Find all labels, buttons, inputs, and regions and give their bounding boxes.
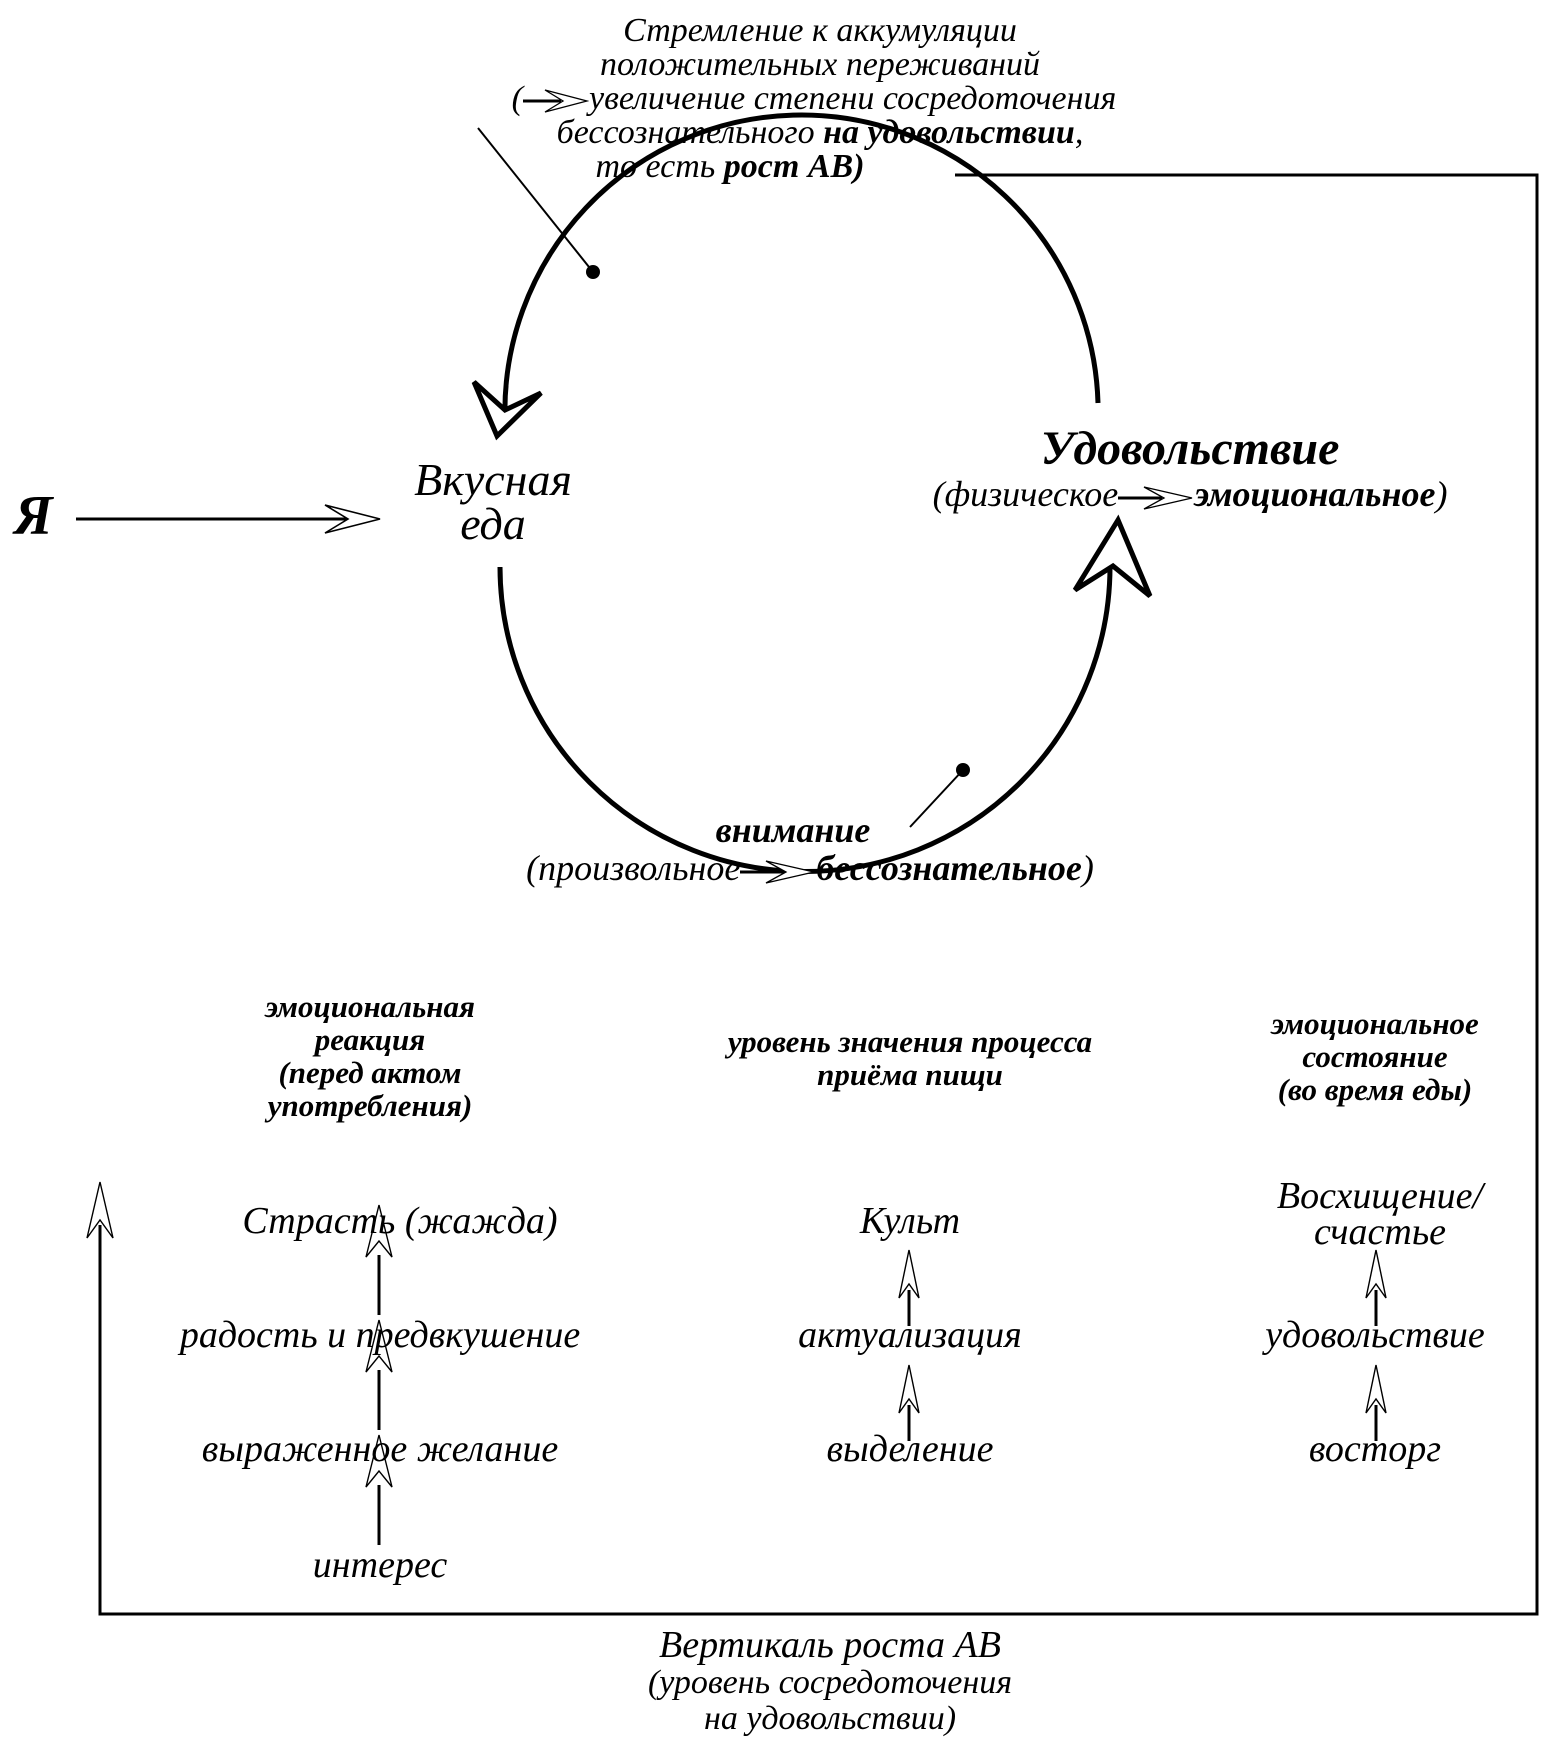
top-annotation-line3: (увеличение степени сосредоточения (511, 80, 1117, 117)
level-arrow-icon (1365, 1364, 1387, 1441)
level-arrow-icon (365, 1319, 393, 1430)
col2-level-arrows (898, 1249, 920, 1441)
col3-level-delight: восторг (1308, 1428, 1442, 1470)
top-annotation-line5: то есть рост АВ) (595, 148, 865, 185)
food-node-line2: еда (460, 498, 526, 549)
column-header-emotional-state: эмоциональное состояние (во время еды) (1271, 1006, 1479, 1107)
level-arrow-icon (365, 1434, 393, 1545)
inline-arrow-icon (1118, 486, 1193, 510)
cycle-arc-top (502, 112, 1101, 421)
level-arrow-icon (898, 1364, 920, 1441)
top-annotation: Стремление к аккумуляции положительных п… (440, 14, 1200, 184)
pleasure-node-title: Удовольствие (1040, 422, 1340, 475)
self-to-food-arrowhead-icon (324, 504, 381, 534)
footer-line3: на удовольствии) (703, 1700, 957, 1737)
col1-level-arrows (365, 1204, 393, 1545)
col3-level-admiration: Восхищение/ счастье (1276, 1175, 1484, 1253)
top-annotation-line1: Стремление к аккумуляции (623, 12, 1017, 49)
column-header-emotional-reaction: эмоциональная реакция (перед актом употр… (265, 989, 475, 1123)
level-arrow-icon (898, 1249, 920, 1326)
food-node: Вкусная еда (388, 454, 598, 549)
col1-level-interest: интерес (312, 1544, 448, 1586)
footer-line2: (уровень сосредоточения (647, 1664, 1013, 1701)
food-node-line1: Вкусная (414, 454, 572, 505)
level-arrow-icon (365, 1204, 393, 1315)
col2-level-selection: выделение (826, 1428, 994, 1470)
col1-level-desire: выраженное желание (201, 1428, 559, 1470)
top-annotation-line2: положительных переживаний (599, 46, 1041, 83)
col3-level-pleasure: удовольствие (1265, 1314, 1485, 1356)
inline-arrow-icon (523, 89, 589, 113)
level-arrow-icon (1365, 1249, 1387, 1326)
footer-caption: Вертикаль роста АВ (уровень сосредоточен… (580, 1625, 1080, 1737)
cycle-arrowhead-right-icon (1072, 514, 1153, 598)
attention-node-title: внимание (715, 810, 871, 850)
attention-leader (909, 769, 964, 828)
col3-level-arrows (1365, 1249, 1387, 1441)
top-annotation-line4: бессознательного на удовольствии, (556, 114, 1084, 151)
col1-level-passion: Страсть (жажда) (242, 1200, 558, 1242)
attention-dot (956, 763, 970, 777)
col1-level-joy: радость и предвкушение (179, 1314, 581, 1356)
cycle-arrowhead-left-icon (471, 380, 543, 441)
column-header-meaning-level: уровень значения процесса приёма пищи (727, 1024, 1093, 1092)
self-node: Я (14, 485, 53, 547)
feedback-loop-arrowhead-icon (86, 1181, 114, 1239)
top-annotation-dot (586, 265, 600, 279)
footer-line1: Вертикаль роста АВ (659, 1624, 1001, 1666)
col2-level-actualization: актуализация (798, 1314, 1022, 1356)
inline-arrow-icon (740, 860, 815, 884)
top-annotation-leader (477, 127, 594, 273)
col2-level-cult: Культ (859, 1200, 961, 1242)
feedback-loop-line (98, 173, 1539, 1616)
